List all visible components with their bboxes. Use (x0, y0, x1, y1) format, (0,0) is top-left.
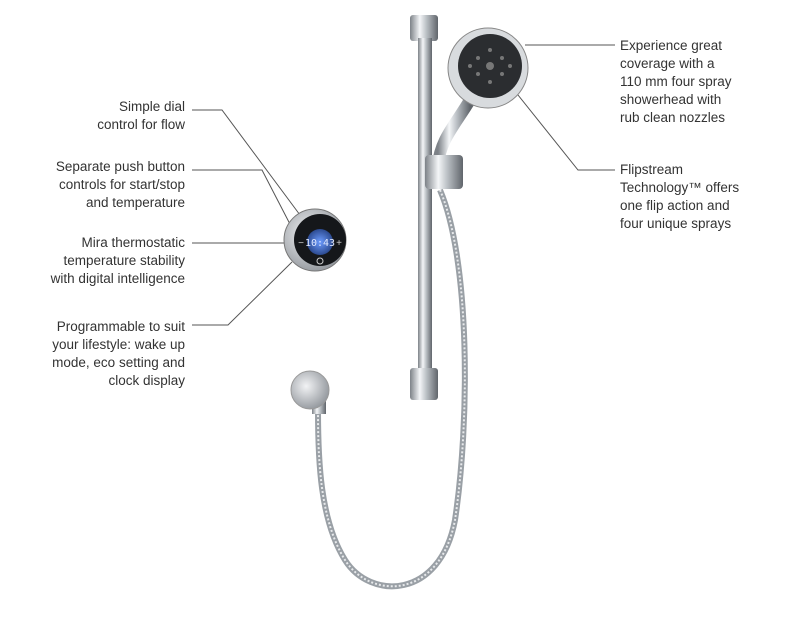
handset (425, 27, 529, 189)
leader-line-programmable (192, 261, 293, 326)
callout-programmable: Programmable to suit your lifestyle: wak… (52, 319, 185, 388)
rail-bottom-bracket (410, 368, 438, 400)
slider-bracket (425, 155, 463, 189)
power-icon (316, 257, 324, 265)
leader-line-buttons (192, 169, 293, 229)
callout-flipstream: Flipstream Technology™ offers one flip a… (620, 162, 740, 231)
callout-thermostatic: Mira thermostatic temperature stability … (50, 235, 185, 286)
plus-button[interactable]: + (336, 238, 342, 249)
digital-controller: 10:43 − + (283, 208, 347, 272)
riser-rail (410, 15, 438, 400)
callout-dial: Simple dial control for flow (97, 99, 185, 132)
rail-top-bracket (410, 15, 438, 41)
hose-texture (317, 189, 466, 588)
display-time: 10:43 (305, 238, 335, 249)
leader-line-dial (192, 109, 301, 216)
rail-bar (418, 38, 432, 370)
leader-line-flipstream (505, 79, 615, 171)
callout-buttons: Separate push button controls for start/… (55, 159, 185, 210)
minus-button[interactable]: − (298, 238, 304, 249)
spray-nozzles (468, 48, 512, 84)
wall-outlet (290, 370, 330, 414)
lcd-display (307, 229, 333, 255)
callout-showerhead: Experience great coverage with a 110 mm … (620, 38, 732, 125)
